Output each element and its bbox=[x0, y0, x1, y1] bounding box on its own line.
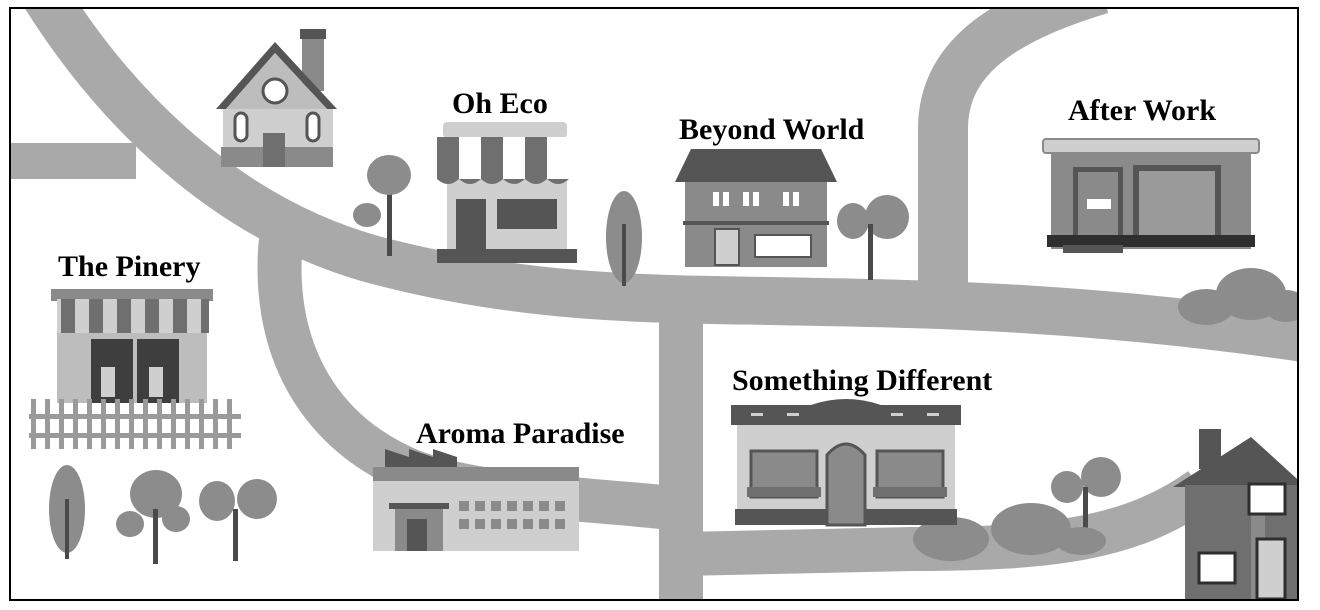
map-frame: Oh Eco Beyond World After Work The Piner… bbox=[9, 7, 1299, 601]
road-main-diagonal bbox=[25, 9, 1297, 362]
shop-oh-eco bbox=[437, 122, 577, 263]
label-oh-eco: Oh Eco bbox=[452, 87, 548, 120]
bush-icon bbox=[1178, 268, 1297, 325]
house-bottom-right bbox=[1173, 429, 1297, 599]
tree-icon bbox=[353, 155, 411, 256]
tree-icon bbox=[116, 470, 190, 564]
tree-icon bbox=[199, 479, 277, 561]
label-something-different: Something Different bbox=[732, 364, 993, 397]
map-canvas bbox=[11, 9, 1297, 599]
label-after-work: After Work bbox=[1068, 94, 1217, 127]
road-right-curve bbox=[918, 9, 1109, 319]
house-beyond-world bbox=[675, 149, 837, 267]
bush-icon bbox=[913, 503, 1106, 561]
label-the-pinery: The Pinery bbox=[58, 250, 201, 283]
label-aroma-paradise: Aroma Paradise bbox=[416, 417, 625, 450]
tree-icon bbox=[606, 191, 642, 286]
shop-after-work bbox=[1042, 138, 1260, 253]
shop-the-pinery bbox=[29, 289, 241, 449]
bushes bbox=[913, 268, 1297, 561]
shop-something-different bbox=[731, 399, 961, 527]
tree-icon bbox=[1051, 457, 1121, 529]
house-top-left bbox=[216, 29, 337, 167]
tree-icon bbox=[49, 465, 85, 559]
factory-aroma-paradise bbox=[373, 449, 579, 551]
trees bbox=[49, 155, 1121, 564]
tree-icon bbox=[837, 195, 909, 280]
label-beyond-world: Beyond World bbox=[679, 113, 865, 146]
